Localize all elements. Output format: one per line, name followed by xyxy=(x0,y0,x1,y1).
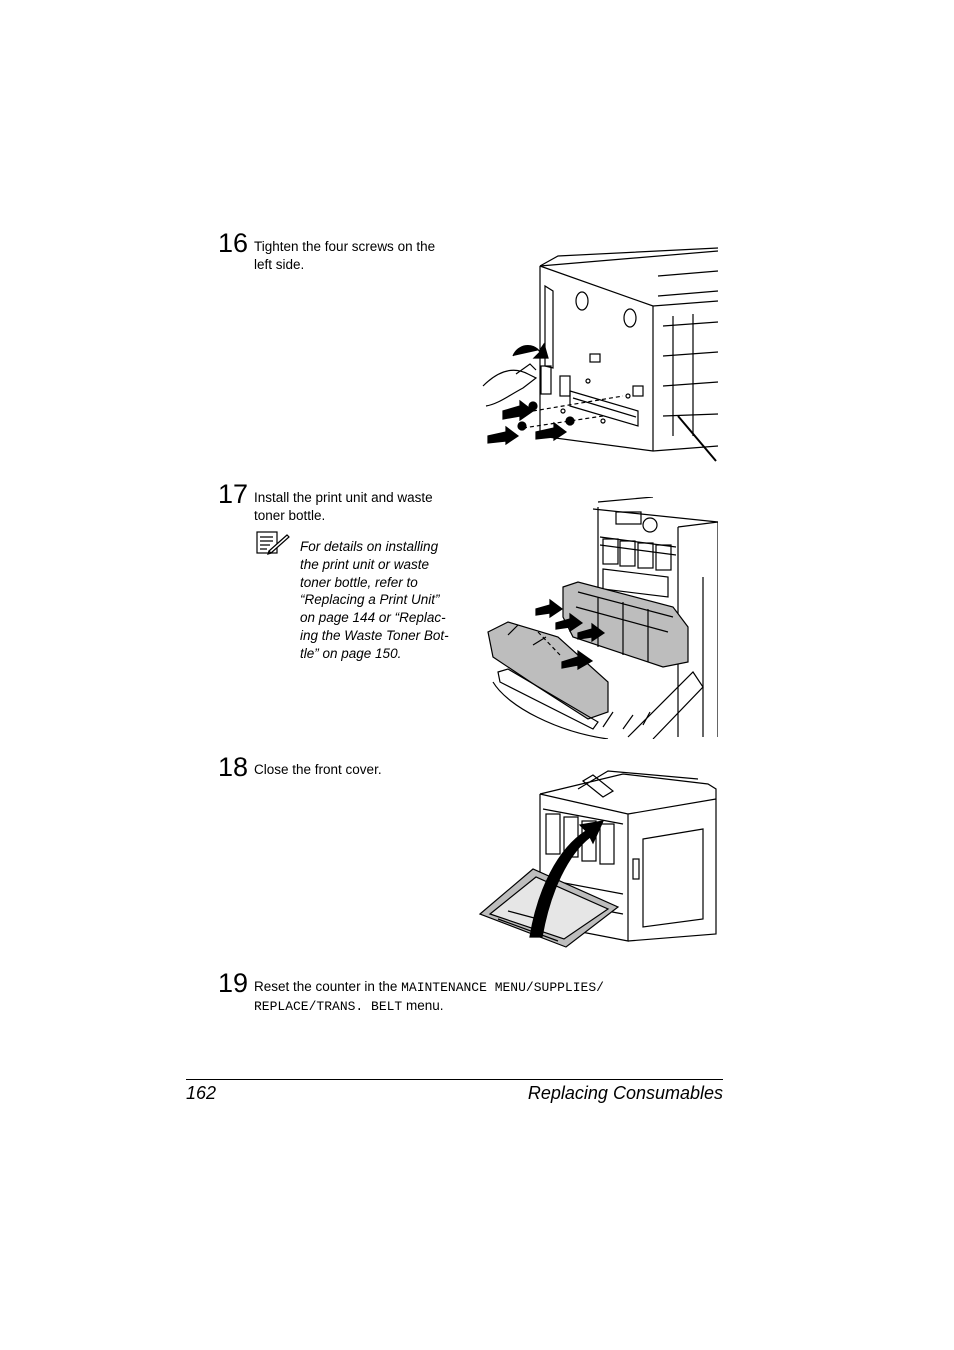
step-19-number: 19 xyxy=(218,968,249,998)
step-17-text: Install the print unit and waste toner b… xyxy=(254,490,433,523)
page-number: 162 xyxy=(186,1083,217,1103)
note-text: For details on installing the print unit… xyxy=(300,539,449,661)
menu-path-line1: MAINTENANCE MENU/SUPPLIES/ xyxy=(401,980,604,995)
menu-path-line2: REPLACE/TRANS. BELT xyxy=(254,998,403,1014)
section-title: Replacing Consumables xyxy=(527,1083,723,1103)
step-16-text: Tighten the four screws on the left side… xyxy=(254,239,436,272)
note-pencil-icon xyxy=(256,531,290,555)
step-19-text: Reset the counter in the MAINTENANCE MEN… xyxy=(254,979,604,1014)
step-18-number: 18 xyxy=(218,752,249,782)
footer-rule xyxy=(186,1079,723,1080)
illustration-install-print-unit xyxy=(487,497,718,739)
step-18-text: Close the front cover. xyxy=(254,762,382,777)
illustration-tighten-screws xyxy=(482,247,718,462)
illustration-close-front-cover xyxy=(478,770,717,948)
step-16-number: 16 xyxy=(218,228,249,258)
step-17-number: 17 xyxy=(218,479,249,509)
